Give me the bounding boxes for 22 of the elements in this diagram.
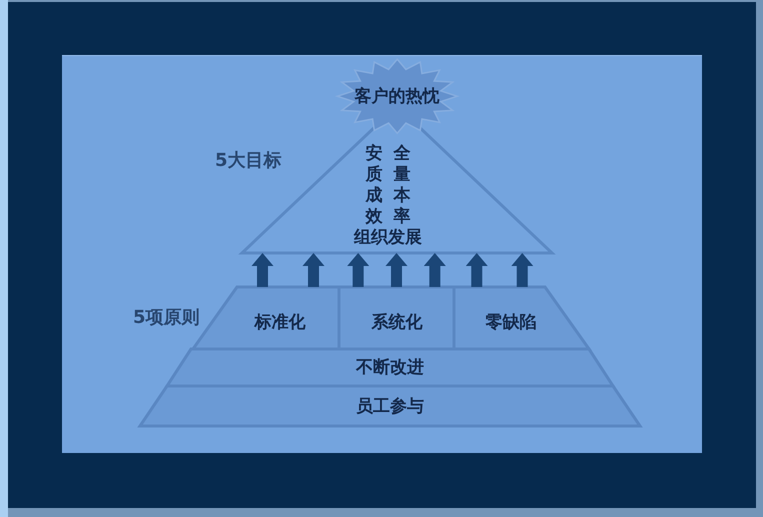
- goal-text: 组织发展: [354, 228, 422, 248]
- arrow: [302, 253, 324, 287]
- cell-label: 系统化: [372, 312, 422, 334]
- goal-text: 效率: [365, 206, 411, 228]
- cell-label: 标准化: [254, 312, 306, 334]
- side-label: 5项原则: [133, 307, 200, 329]
- starburst-shape: [336, 58, 458, 134]
- goal-text: 成本: [365, 186, 411, 206]
- arrow: [347, 253, 370, 287]
- side-label: 5大目标: [215, 150, 282, 172]
- starburst-label: 客户的热忱: [354, 86, 440, 108]
- arrow: [466, 253, 488, 287]
- goal-text: 安全: [365, 144, 411, 164]
- cell-label: 零缺陷: [486, 312, 536, 334]
- arrow: [424, 253, 446, 287]
- goal-text: 质量: [365, 164, 411, 186]
- arrow: [252, 253, 274, 287]
- band-label: 员工参与: [356, 396, 424, 418]
- arrow: [511, 253, 534, 287]
- arrow: [386, 253, 408, 287]
- pyramid-band: [138, 384, 642, 428]
- band-label: 不断改进: [356, 358, 424, 378]
